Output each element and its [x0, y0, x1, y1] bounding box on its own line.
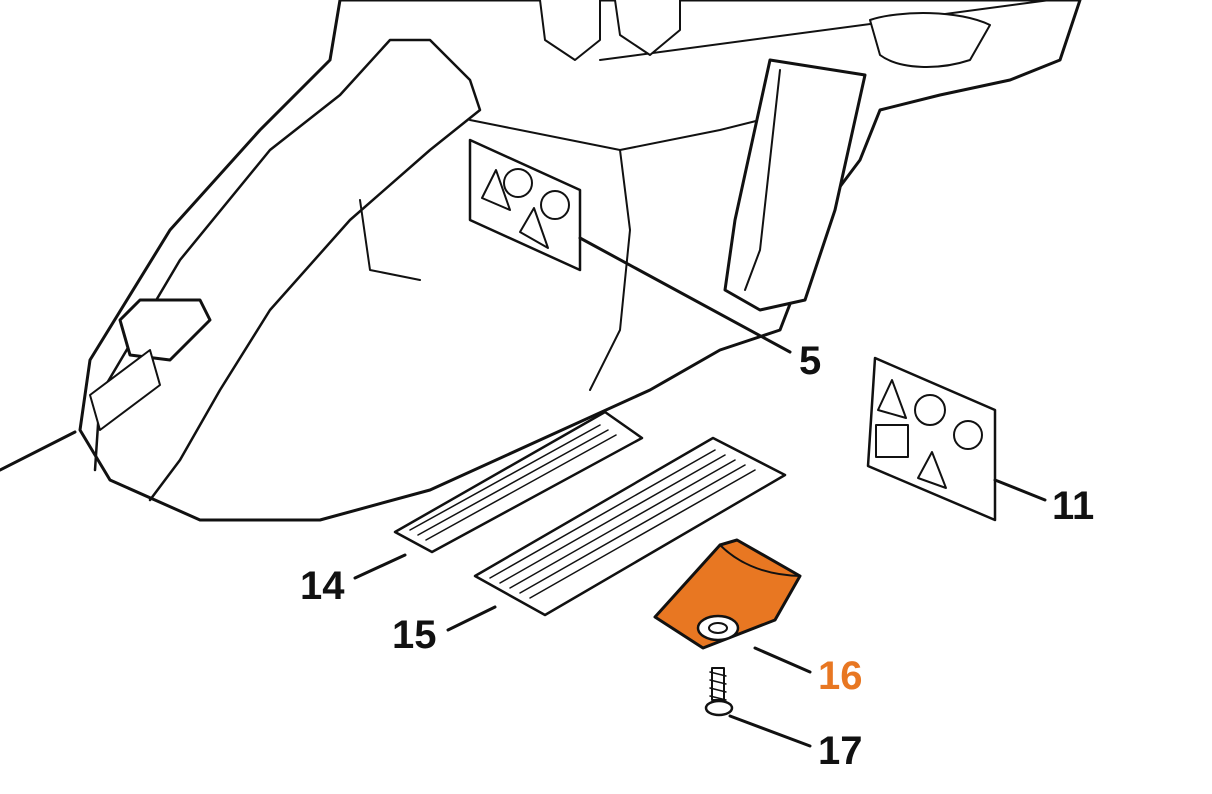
callout-17[interactable]: 17 — [818, 729, 863, 773]
leader-line-left — [0, 430, 77, 472]
side-handle — [723, 58, 867, 312]
callout-16[interactable]: 16 — [818, 654, 863, 698]
callout-14[interactable]: 14 — [300, 564, 345, 608]
leader-line-14 — [353, 553, 407, 580]
leader-line-11 — [993, 478, 1047, 502]
warning-label-11 — [866, 356, 997, 522]
warning-label-5 — [468, 138, 582, 272]
leader-line-17 — [728, 714, 812, 748]
leader-line-15 — [446, 605, 497, 632]
leader-line-16 — [753, 646, 812, 674]
callout-5[interactable]: 5 — [799, 339, 822, 383]
grip-strip-15 — [473, 436, 787, 617]
callout-15[interactable]: 15 — [392, 613, 437, 657]
screw-17 — [704, 667, 734, 717]
grip-strip-14 — [393, 410, 644, 554]
wear-plate-16 — [653, 538, 802, 650]
leader-line-5 — [578, 236, 792, 354]
callout-11[interactable]: 11 — [1052, 484, 1095, 528]
leader-lines — [0, 236, 1047, 748]
